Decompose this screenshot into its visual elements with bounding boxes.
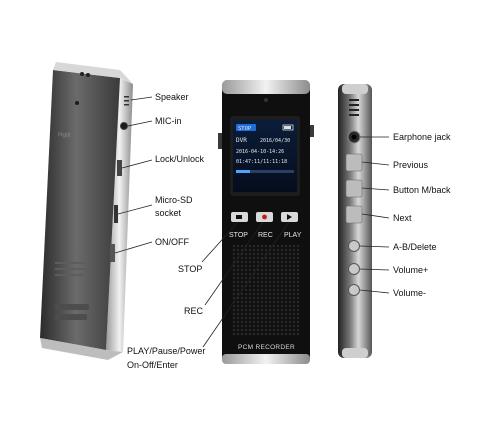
screen-datetime: 2016-04-10-14:26 [236,149,284,155]
volume-up-button[interactable] [348,263,360,275]
stop-button-label: STOP [229,232,248,239]
printed-spec-line [55,274,83,276]
center-callout-lines [201,221,290,348]
label-volume-plus: Volume+ [393,265,429,275]
mic-in-jack [120,122,128,130]
lock-switch [117,160,122,176]
screen-progress-fill [236,170,250,173]
callout-play-line1: PLAY/Pause/Power [127,346,206,356]
earphone-jack-hole [351,134,357,140]
right-callout-lines [359,136,390,294]
label-speaker: Speaker [155,92,189,102]
label-previous: Previous [393,160,429,170]
speaker-hole [86,73,90,77]
left-device-side-edge [106,78,133,352]
label-mic-in: MIC-in [155,116,182,126]
screen-mode: DVR [236,137,247,144]
volume-down-button[interactable] [348,284,360,296]
callout-rec: REC [184,306,204,316]
menu-back-button[interactable] [345,179,363,198]
next-button[interactable] [345,205,363,224]
speaker-slot [349,109,359,111]
left-device-bottom-cap [40,338,123,360]
right-device-bottom-cap [342,348,368,358]
printed-spec-line [55,268,89,270]
center-device: STOP DVR 2016/04/30 2016-04-10-14:26 01:… [218,80,314,364]
record-icon [262,214,267,220]
speaker-slot [349,99,359,101]
micro-sd-slot [114,205,118,223]
callout-stop: STOP [178,264,203,274]
screen-progress-track [236,170,294,173]
screen-date: 2016/04/30 [260,138,290,144]
play-button-label: PLAY [284,232,302,239]
rec-button-label: REC [258,232,273,239]
side-button [218,133,222,149]
play-icon [287,214,292,220]
center-device-top-cap [222,80,310,94]
right-device-top-cap [342,84,368,94]
label-button-m-back: Button M/back [393,185,451,195]
left-device: Hgdl [40,62,133,360]
right-device [338,84,372,358]
left-device-top-cap [53,62,133,84]
speaker-hole [80,72,84,76]
left-device-brand: Hgdl [58,132,71,139]
speaker-slot [349,104,359,106]
label-micro-sd-line1: Micro-SD [155,195,193,205]
left-callout-lines [114,96,153,254]
ab-delete-button[interactable] [348,240,360,252]
callout-play-line2: On-Off/Enter [127,360,178,370]
screen-status-badge [236,124,256,131]
label-ab-delete: A-B/Delete [393,242,437,252]
speaker-grille [232,245,300,335]
label-volume-minus: Volume- [393,288,427,298]
side-button [310,125,314,137]
screen [233,120,297,192]
speaker-slot [124,104,129,106]
power-switch [110,244,115,262]
speaker-slot [124,100,129,102]
speaker-slot [124,96,129,98]
back-dot [75,101,79,105]
label-on-off: ON/OFF [155,237,189,247]
battery-fill [284,126,291,129]
printed-spec-line [55,262,85,264]
center-device-brand: PCM RECORDER [238,344,295,351]
screen-time: 01:47:11/11:11:18 [236,159,287,165]
stop-icon [236,215,242,219]
previous-button[interactable] [345,153,363,172]
label-lock-unlock: Lock/Unlock [155,154,205,164]
screen-status-text: STOP [238,126,252,132]
label-earphone-jack: Earphone jack [393,132,451,142]
label-next: Next [393,213,412,223]
front-mic-hole [264,98,268,102]
label-micro-sd-line2: socket [155,208,182,218]
printed-spec-block [55,304,89,310]
printed-spec-block [55,314,87,320]
speaker-slot [349,114,359,116]
battery-icon [282,124,294,131]
center-device-bottom-cap [222,354,310,364]
left-device-body [40,70,120,350]
